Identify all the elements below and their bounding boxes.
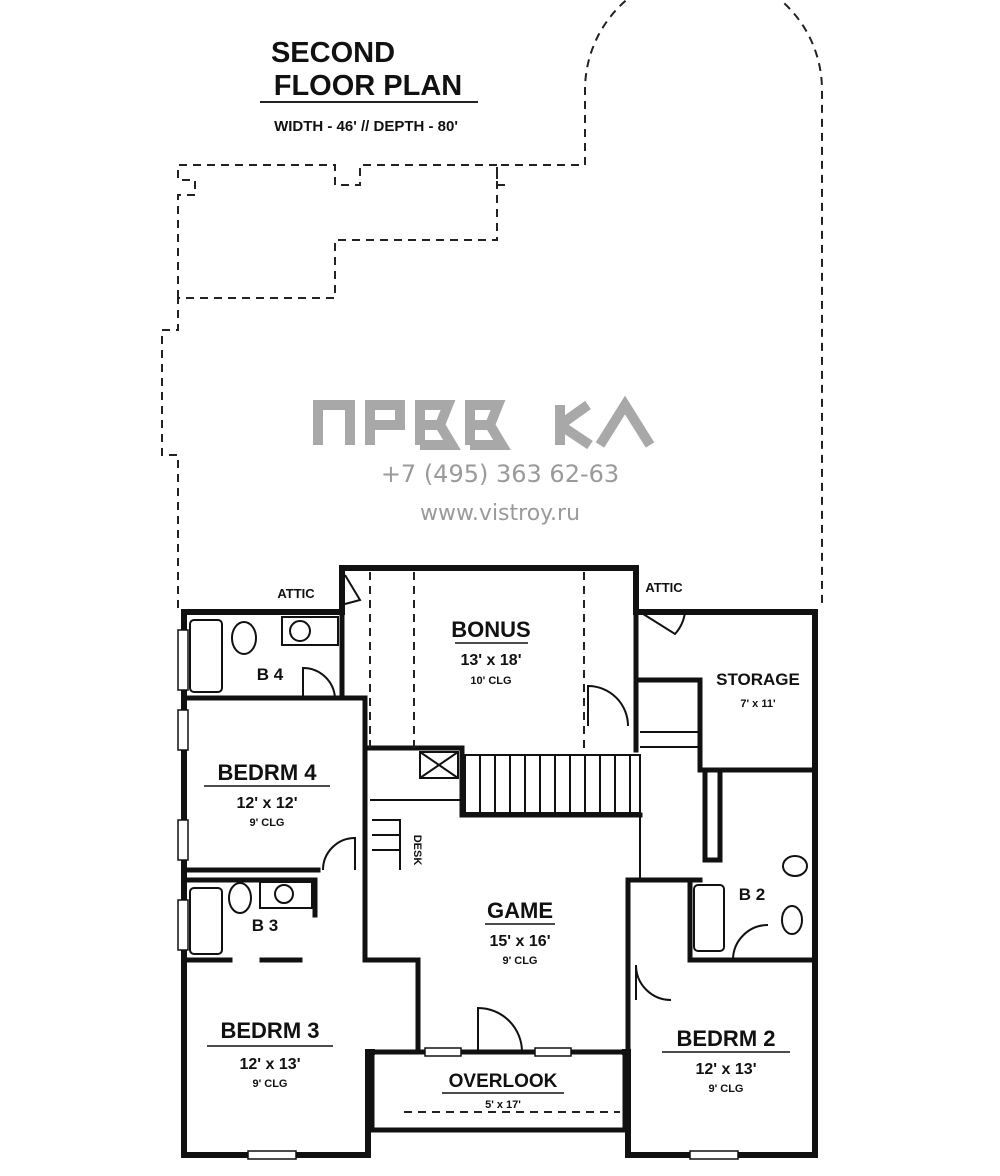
- title-line-1: SECOND: [271, 37, 395, 69]
- first-floor-outline-top: [177, 164, 505, 298]
- game-size: 15' x 16': [490, 933, 551, 950]
- bedrm2-size: 12' x 13': [696, 1061, 757, 1078]
- bedrm4-size: 12' x 12': [237, 795, 298, 812]
- bonus-ceiling: 10' CLG: [470, 675, 511, 687]
- overlook-size: 5' x 17': [485, 1099, 521, 1111]
- watermark-logo: [313, 395, 655, 450]
- attic-left-label: ATTIC: [277, 586, 315, 601]
- bath-fixtures: [189, 616, 808, 955]
- bedrm4-label: BEDRM 4: [217, 760, 317, 785]
- watermark-phone: +7 (495) 363 62-63: [381, 460, 619, 488]
- plan-dimensions: WIDTH - 46' // DEPTH - 80': [274, 118, 458, 135]
- interior-walls: [181, 609, 818, 1055]
- bedrm3-label: BEDRM 3: [220, 1018, 319, 1043]
- bedrm2-ceiling: 9' CLG: [708, 1083, 743, 1095]
- bonus-size: 13' x 18': [461, 652, 522, 669]
- bedrm2-label: BEDRM 2: [676, 1026, 775, 1051]
- windows: [177, 629, 739, 1160]
- b2-label: B 2: [739, 885, 765, 904]
- stairs: [370, 731, 700, 880]
- attic-right-label: ATTIC: [645, 580, 683, 595]
- bonus-ceiling-lines: [369, 572, 620, 1113]
- bedrm3-ceiling: 9' CLG: [252, 1078, 287, 1090]
- b3-label: B 3: [252, 916, 278, 935]
- game-label: GAME: [487, 898, 553, 923]
- overlook-label: OVERLOOK: [449, 1071, 558, 1092]
- watermark-url: www.vistroy.ru: [420, 501, 580, 526]
- doors: [302, 574, 769, 1053]
- storage-label: STORAGE: [716, 670, 800, 689]
- bedrm4-ceiling: 9' CLG: [249, 817, 284, 829]
- game-ceiling: 9' CLG: [502, 955, 537, 967]
- bedrm3-size: 12' x 13': [240, 1056, 301, 1073]
- desk-label: DESK: [411, 835, 423, 866]
- bonus-label: BONUS: [451, 617, 530, 642]
- storage-size: 7' x 11': [740, 698, 776, 710]
- first-floor-outline: [161, 0, 823, 608]
- title-line-2: FLOOR PLAN: [274, 70, 463, 102]
- b4-label: B 4: [257, 665, 284, 684]
